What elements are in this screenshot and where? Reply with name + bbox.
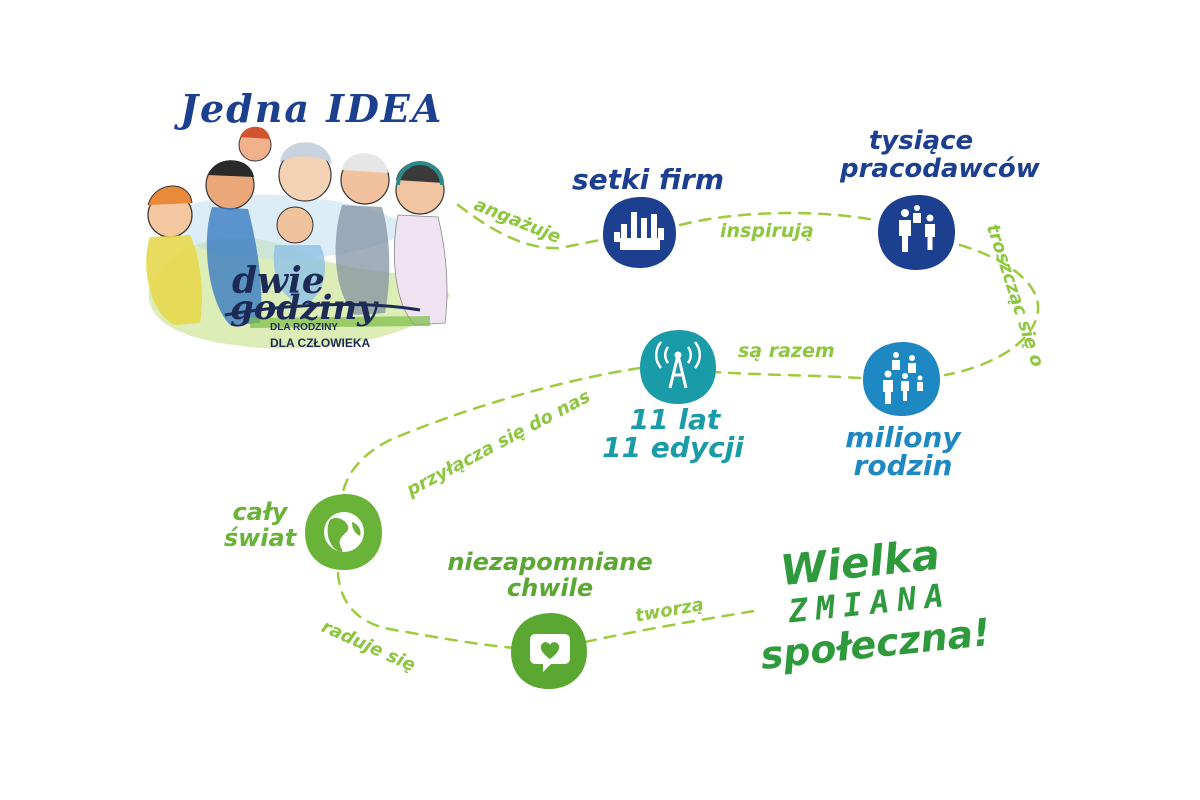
label-swiat-line2: świat [223, 524, 297, 552]
logo-brand-line2: godziny [230, 288, 377, 328]
label-chwile-line2: chwile [506, 574, 594, 602]
label-swiat-line1: cały [232, 498, 288, 526]
label-edycje-line1: 11 lat [629, 403, 721, 436]
world-node [305, 494, 382, 570]
broadcast-tower-icon [654, 341, 702, 389]
label-miliony-line2: rodzin [853, 449, 953, 482]
label-setki-firm: setki firm [572, 163, 725, 196]
employers-node [878, 194, 955, 270]
family-icon [883, 352, 923, 404]
factory-node [602, 196, 676, 268]
family-illustration [146, 126, 450, 349]
logo: Jedna IDEA dwie godziny DLA RODZINY DLA … [130, 85, 460, 355]
label-edycje-line2: 11 edycji [602, 431, 744, 464]
connector-inspiruja: inspirują [720, 220, 814, 242]
globe-icon [324, 512, 364, 552]
label-tysiace-line1: tysiące [868, 126, 974, 156]
logo-brand-line1: dwie [232, 260, 325, 302]
label-miliony-line1: miliony [845, 421, 961, 454]
dashed-path [336, 203, 1040, 650]
logo-tagline2: DLA CZŁOWIEKA [270, 336, 371, 350]
label-chwile-line1: niezapomniane [447, 548, 653, 576]
editions-node [640, 330, 716, 404]
label-tysiace-line2: pracodawców [840, 154, 1040, 184]
families-node [863, 342, 940, 416]
heart-speech-bubble-icon [530, 634, 570, 672]
logo-tagline1: DLA RODZINY [270, 322, 338, 333]
people-icon [899, 205, 935, 252]
logo-title: Jedna IDEA [180, 86, 444, 131]
connector-sa-razem: są razem [738, 340, 835, 362]
factory-icon [614, 212, 664, 250]
moments-node [511, 613, 587, 689]
